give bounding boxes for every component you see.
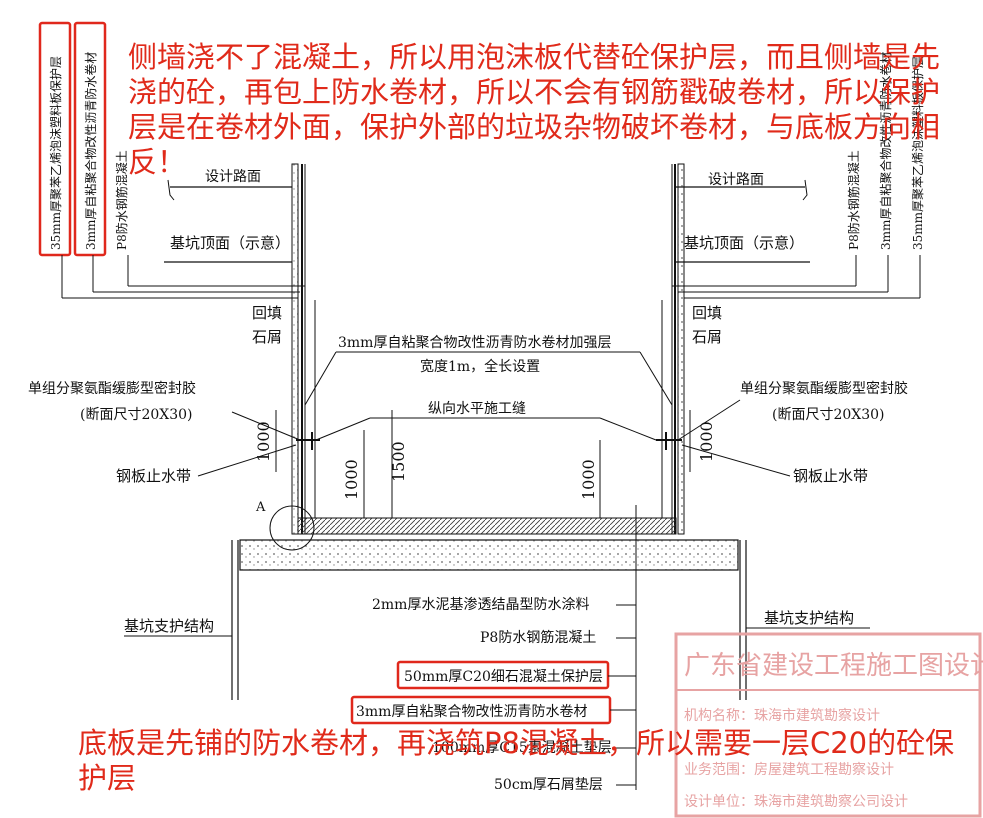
left-layer-1-label: 35mm厚聚苯乙烯泡沫塑料板保护层 (48, 56, 63, 250)
right-layer-3-label: 35mm厚聚苯乙烯泡沫塑料板保护层 (910, 56, 925, 250)
stamp-line-1: 广东省建设工程施工图设计文件 (684, 651, 983, 681)
floor-layer-5: 100mm厚C15素混凝土垫层 (432, 740, 612, 756)
support-structure-right (739, 540, 747, 700)
pit-top-right-label: 基坑顶面（示意） (684, 234, 804, 252)
detail-a-circle (269, 505, 315, 551)
stamp-line-3: 业务范围：房屋建筑工程勘察设计 (684, 761, 894, 778)
backfill-right-label-2: 石屑 (692, 328, 722, 346)
floor-layer-3-highlight (396, 660, 610, 690)
left-layer-3-label: P8防水钢筋混凝土 (114, 150, 129, 250)
sealant-right-label-2: (断面尺寸20X30) (772, 407, 885, 423)
floor-layer-1: 2mm厚水泥基渗透结晶型防水涂料 (372, 596, 589, 613)
inner-structure (297, 300, 677, 535)
waterstop-right-label: 钢板止水带 (793, 467, 868, 485)
reinforce-label-2: 宽度1m，全长设置 (420, 358, 540, 375)
sealant-right-label-1: 单组分聚氨酯缓膨型密封胶 (740, 380, 908, 397)
top-annotation: 侧墙浇不了混凝土，所以用泡沫板代替砼保护层，而且侧墙是先浇的砼，再包上防水卷材，… (128, 40, 941, 179)
design-road-right-label: 设计路面 (708, 172, 764, 188)
dim-1000-a: 1000 (254, 421, 273, 462)
detail-a-label: A (255, 500, 266, 515)
right-layer-label-group: P8防水钢筋混凝土 3mm厚自粘聚合物改性沥青防水卷材 35mm厚聚苯乙烯泡沫塑… (672, 52, 925, 299)
floor-layer-2: P8防水钢筋混凝土 (480, 629, 596, 646)
dim-1000-b: 1000 (342, 459, 361, 500)
waterstop-left-mark (296, 432, 320, 450)
reinforce-label-1: 3mm厚自粘聚合物改性沥青防水卷材加强层 (338, 335, 611, 351)
dim-1000-c: 1000 (579, 459, 598, 500)
left-wall (291, 163, 306, 535)
design-road-right-line (676, 179, 808, 201)
waterstop-right-mark (656, 432, 682, 450)
backfill-left-label-1: 回填 (252, 304, 282, 322)
sealant-left-label-2: (断面尺寸20X30) (80, 407, 193, 423)
support-right-label: 基坑支护结构 (764, 609, 854, 627)
left-layer-2-label: 3mm厚自粘聚合物改性沥青防水卷材 (83, 52, 98, 250)
right-layer-2-label: 3mm厚自粘聚合物改性沥青防水卷材 (878, 52, 893, 250)
floor-layer-3: 50mm厚C20细石混凝土保护层 (404, 669, 603, 685)
dimension-lines (275, 410, 691, 518)
base-slab (239, 539, 739, 571)
backfill-right-label-1: 回填 (692, 304, 722, 322)
dim-1000-d: 1000 (697, 421, 716, 462)
design-road-left-line (167, 179, 292, 201)
floor-layer-4: 3mm厚自粘聚合物改性沥青防水卷材 (356, 704, 587, 720)
right-layer-1-label: P8防水钢筋混凝土 (846, 150, 861, 250)
joint-label: 纵向水平施工缝 (428, 401, 526, 417)
right-wall (671, 163, 685, 535)
left-layer-2-highlight (73, 21, 107, 257)
left-layer-1-highlight (38, 21, 72, 257)
support-structure-left (231, 540, 239, 700)
waterstop-left-label: 钢板止水带 (116, 467, 191, 485)
stamp-line-4: 设计单位：珠海市建筑勘察公司设计 (684, 793, 908, 810)
pit-top-left-label: 基坑顶面（示意） (170, 234, 290, 252)
left-layer-label-group: 35mm厚聚苯乙烯泡沫塑料板保护层 3mm厚自粘聚合物改性沥青防水卷材 P8防水… (38, 21, 305, 299)
stamp-line-2: 机构名称：珠海市建筑勘察设计 (684, 707, 880, 724)
bottom-annotation: 底板是先铺的防水卷材，再浇筑P8混凝土，所以需要一层C20的砼保护层 (78, 726, 955, 795)
design-road-left-label: 设计路面 (205, 169, 261, 185)
design-stamp: 广东省建设工程施工图设计文件 机构名称：珠海市建筑勘察设计 业务范围：房屋建筑工… (674, 632, 983, 818)
sealant-left-label-1: 单组分聚氨酯缓膨型密封胶 (28, 380, 196, 397)
support-left-label: 基坑支护结构 (124, 617, 214, 635)
floor-layer-6: 50cm厚石屑垫层 (494, 777, 603, 793)
backfill-left-label-2: 石屑 (252, 328, 282, 346)
dim-1500: 1500 (389, 441, 408, 482)
